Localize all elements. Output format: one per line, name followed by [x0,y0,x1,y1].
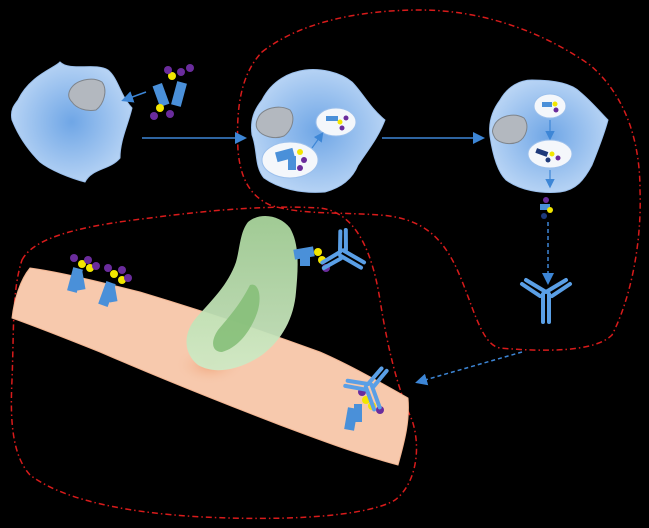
cell-3 [489,79,609,193]
cell-icon [11,61,133,183]
glycoprotein-icon [152,82,170,108]
cell-1 [11,61,133,183]
antibody-icon [520,278,572,324]
presented-epitope [540,197,553,219]
nucleus-icon [492,114,528,145]
nucleus-icon [255,106,294,139]
platelet [186,216,298,371]
region-outline-upper [236,9,641,351]
nucleus-icon [68,78,106,111]
arrow-icon [121,91,147,103]
arrow-icon [415,351,523,386]
free-glycoprotein [150,64,194,120]
vessel-glycoprotein-1 [67,254,100,293]
antibody-icon [320,227,367,271]
platelet-antibody-complex [293,227,367,272]
vessel-glycoprotein-2 [98,264,132,307]
region-outline-lower [10,206,418,520]
platelet-icon [186,216,298,371]
cell-2 [251,69,386,193]
antibody-icon [343,366,389,412]
vessel-antibody-complex [343,366,389,431]
vesicle-icon [315,107,357,137]
